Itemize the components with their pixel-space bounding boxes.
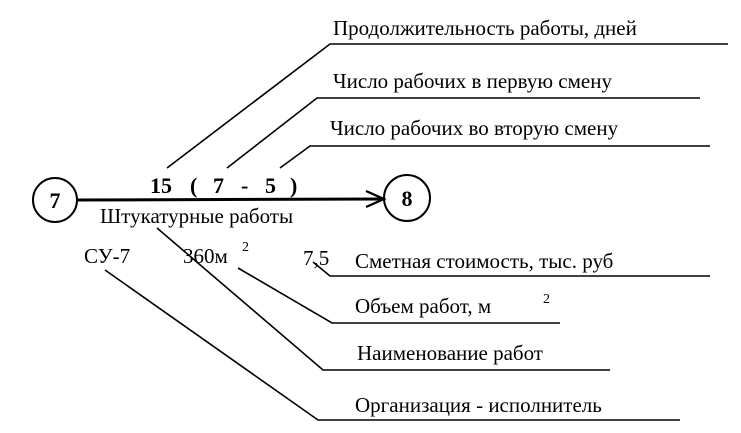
activity-arrow — [76, 197, 384, 202]
duration-value: 15 — [150, 173, 172, 198]
volume-leader — [237, 267, 560, 324]
organization-callout: Организация - исполнитель — [355, 393, 602, 417]
organization-leader — [104, 269, 680, 421]
work-name: Штукатурные работы — [100, 204, 293, 228]
shift2-workers: 5 — [265, 173, 276, 198]
open-paren: ( — [190, 173, 197, 198]
shift1-workers: 7 — [213, 173, 224, 198]
cost-callout: Сметная стоимость, тыс. руб — [355, 249, 613, 273]
shift1-callout: Число рабочих в первую смену — [333, 69, 612, 93]
shift-dash: - — [241, 173, 248, 198]
work-name-callout: Наименование работ — [357, 341, 543, 365]
cost-value: 7,5 — [303, 246, 329, 270]
arrow-head — [365, 189, 387, 209]
volume-callout: Объем работ, м — [355, 294, 491, 318]
close-paren: ) — [290, 173, 297, 198]
volume-exponent: 2 — [242, 240, 249, 255]
volume-callout-exponent: 2 — [543, 292, 550, 307]
shift2-callout: Число рабочих во вторую смену — [330, 116, 619, 140]
end-node-label: 8 — [402, 186, 413, 211]
shift2-leader — [279, 145, 710, 169]
shift1-leader — [226, 97, 700, 169]
cost-leader — [312, 261, 710, 277]
start-node-label: 7 — [50, 188, 61, 213]
organization-value: СУ-7 — [84, 244, 130, 268]
duration-callout: Продолжительность работы, дней — [333, 16, 637, 40]
duration-leader — [166, 43, 728, 169]
work-name-leader — [156, 227, 610, 371]
